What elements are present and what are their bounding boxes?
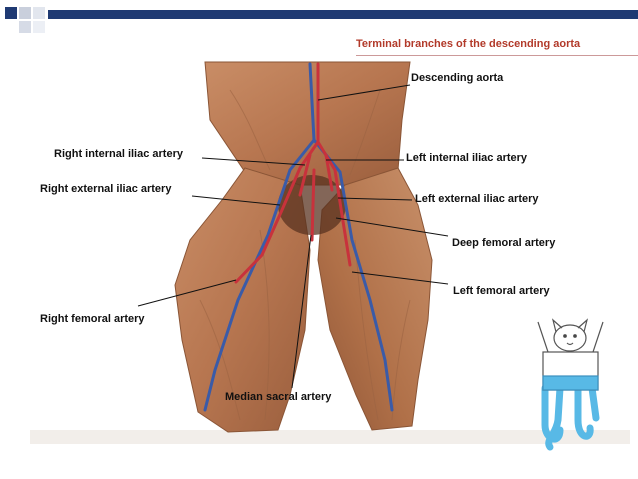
label-median-sacral-artery: Median sacral artery [225, 391, 332, 403]
leader-lines [137, 84, 449, 389]
left-leg-muscle [317, 167, 433, 431]
label-descending-aorta: Descending aorta [411, 72, 504, 84]
decorative-square [19, 21, 31, 33]
decorative-square [5, 7, 17, 19]
label-left-external-iliac-artery: Left external iliac artery [415, 193, 539, 205]
veins [203, 62, 394, 412]
table-surface [30, 430, 630, 444]
label-left-internal-iliac-artery: Left internal iliac artery [406, 152, 528, 164]
right-iliac-vessel [234, 140, 320, 284]
median-sacral-vessel [310, 168, 316, 242]
decorative-square [19, 7, 31, 19]
label-deep-femoral-artery: Deep femoral artery [452, 237, 556, 249]
label-right-femoral-artery: Right femoral artery [40, 313, 145, 325]
slide-title: Terminal branches of the descending aort… [356, 38, 581, 50]
cat-cartoon-icon [537, 318, 604, 451]
decorative-square [33, 7, 45, 19]
title-underline [356, 55, 638, 56]
right-leg-muscle [174, 167, 311, 433]
arteries [234, 62, 352, 284]
label-right-external-iliac-artery: Right external iliac artery [40, 183, 172, 195]
label-right-internal-iliac-artery: Right internal iliac artery [54, 148, 183, 160]
top-accent-bar [48, 10, 638, 19]
left-internal-iliac-vessel [324, 153, 334, 192]
label-left-femoral-artery: Left femoral artery [453, 285, 550, 297]
decorative-square [33, 21, 45, 33]
right-internal-iliac-vessel [298, 153, 312, 197]
